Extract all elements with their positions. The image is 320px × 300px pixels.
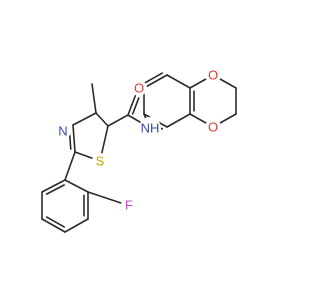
bond-benzo-5-inner [143,72,164,84]
bond-phenyl-4 [41,218,66,233]
bond-phenyl-4-inner [45,216,66,228]
bond-n3-c2 [72,124,76,153]
bond-benzo-5 [143,74,168,89]
bond-benzo-2 [166,113,191,128]
bond-carbonyl-o [127,93,137,116]
bond-c5-c4 [95,112,109,127]
bond-c2-phenyl [64,151,76,181]
atom-O2: O [205,119,221,135]
atom-label-S1: S [96,154,105,169]
molecule-structure: O O O NH N S F [41,67,237,233]
atom-label-layer: O O O NH N S F [55,67,221,213]
atom-label-N1: N [58,124,67,139]
bond-carbonyl-o-inner [131,97,140,115]
atom-NH: NH [139,117,161,139]
bond-c-f [87,191,122,204]
atom-S1: S [92,153,108,169]
atom-label-O1: O [208,68,218,83]
bond-c4-n3 [72,112,97,126]
atom-label-O3: O [134,81,144,96]
atom-O3: O [131,80,147,96]
bond-layer [41,72,237,233]
atom-label-NH: NH [141,121,160,136]
atom-label-F1: F [125,198,133,213]
bond-phenyl-6 [41,179,66,193]
atom-O1: O [205,67,221,83]
atom-label-O2: O [208,120,218,135]
atom-N1: N [55,123,71,139]
bond-phenyl-3 [64,218,89,233]
bond-methyl [91,83,97,114]
bond-phenyl-1 [64,179,89,193]
atom-F1: F [121,197,137,213]
bond-benzo-6 [166,74,191,89]
bond-phenyl-6-inner [45,184,65,195]
bond-carbonyl-c5 [107,114,129,127]
